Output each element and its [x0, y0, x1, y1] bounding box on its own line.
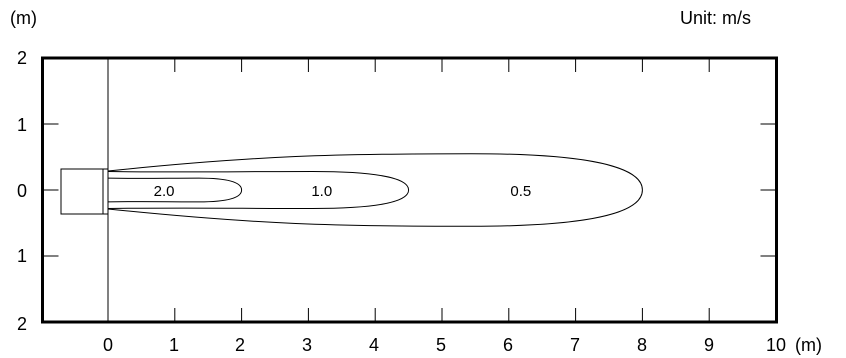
y-unit-label: (m) — [10, 8, 37, 28]
y-tick-bottom-1: 1 — [17, 246, 27, 266]
x-tick-6: 6 — [503, 335, 513, 355]
x-unit-label: (m) — [795, 335, 822, 355]
contour-label-1-0: 1.0 — [311, 183, 332, 200]
contour-label-2-0: 2.0 — [154, 183, 175, 200]
x-tick-3: 3 — [302, 335, 312, 355]
y-tick-0: 0 — [17, 181, 27, 201]
contour-label-0-5: 0.5 — [510, 183, 531, 200]
x-tick-8: 8 — [637, 335, 647, 355]
contour-0-5 — [107, 153, 643, 227]
y-tick-top-1: 1 — [17, 115, 27, 135]
x-tick-9: 9 — [704, 335, 714, 355]
x-tick-0: 0 — [103, 335, 113, 355]
outlet-nozzle — [102, 168, 109, 215]
x-tick-10: 10 — [766, 335, 786, 355]
outlet-box — [60, 168, 104, 215]
x-tick-2: 2 — [235, 335, 245, 355]
x-tick-5: 5 — [436, 335, 446, 355]
x-tick-1: 1 — [169, 335, 179, 355]
plot-frame — [41, 56, 778, 324]
y-tick-top-2: 2 — [17, 48, 27, 68]
unit-note: Unit: m/s — [680, 8, 752, 28]
y-tick-bottom-2: 2 — [17, 314, 27, 334]
x-tick-7: 7 — [570, 335, 580, 355]
contour-2-0 — [107, 177, 243, 203]
contour-1-0 — [107, 171, 410, 209]
x-tick-4: 4 — [369, 335, 379, 355]
